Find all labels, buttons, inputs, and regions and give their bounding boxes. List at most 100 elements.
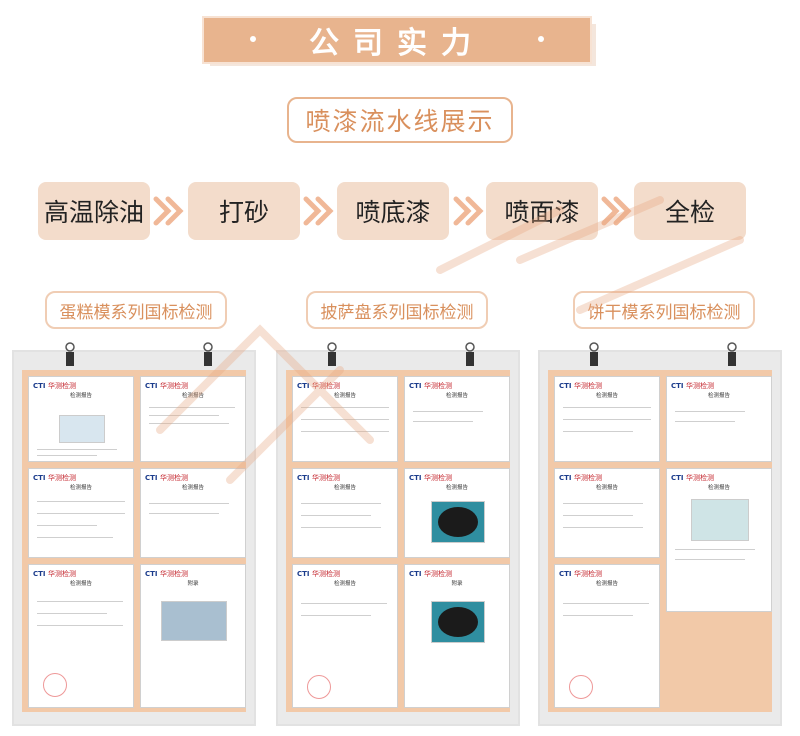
text-line [675, 559, 745, 560]
report-page: CTI 华测检测 检测报告 [404, 376, 510, 462]
report-brand-cn: 华测检测 [311, 570, 340, 578]
text-line [563, 503, 643, 504]
report-brand-cn: 华测检测 [423, 474, 452, 482]
report-brand: CTI [559, 382, 572, 390]
report-brand-cn: 华测检测 [159, 474, 188, 482]
report-brand: CTI [145, 474, 158, 482]
text-line [563, 419, 651, 420]
report-doc-title: 检测报告 [69, 393, 92, 399]
report-brand: CTI [297, 382, 310, 390]
process-step-primer: 喷底漆 [337, 182, 449, 240]
report-brand: CTI [409, 474, 422, 482]
report-brand-cn: 华测检测 [47, 382, 76, 390]
text-line [301, 431, 389, 432]
report-brand-cn: 华测检测 [423, 570, 452, 578]
text-line [301, 615, 371, 616]
report-brand-cn: 华测检测 [573, 474, 602, 482]
report-board-surface: CTI 华测检测 检测报告 CTI 华测检测 检测报告 CTI 华测检测 检测报… [22, 370, 246, 712]
report-page: CTI 华测检测 检测报告 [554, 376, 660, 462]
report-page: CTI 华测检测 检测报告 [292, 376, 398, 462]
report-brand-cn: 华测检测 [159, 382, 188, 390]
report-brand-cn: 华测检测 [685, 382, 714, 390]
report-brand-cn: 华测检测 [47, 474, 76, 482]
process-flow: 高温除油 打砂 喷底漆 喷面漆 全检 [38, 182, 758, 240]
process-step-topcoat: 喷面漆 [486, 182, 598, 240]
binder-clip-icon [464, 342, 476, 368]
report-brand-cn: 华测检测 [573, 382, 602, 390]
report-doc-title: 检测报告 [181, 485, 204, 491]
report-brand: CTI [409, 570, 422, 578]
text-line [37, 601, 123, 602]
report-brand-cn: 华测检测 [685, 474, 714, 482]
product-photo [59, 415, 105, 443]
text-line [563, 407, 651, 408]
category-cookie-mold: 饼干模系列国标检测 [573, 291, 755, 329]
report-doc-title: 检测报告 [69, 485, 92, 491]
report-board-surface: CTI 华测检测 检测报告 CTI 华测检测 检测报告 CTI 华测检测 检测报… [286, 370, 510, 712]
report-board-cookie: CTI 华测检测 检测报告 CTI 华测检测 检测报告 CTI 华测检测 检测报… [538, 342, 782, 726]
text-line [149, 513, 219, 514]
report-doc-title: 检测报告 [595, 393, 618, 399]
text-line [675, 421, 735, 422]
report-doc-title: 检测报告 [595, 581, 618, 587]
report-page: CTI 华测检测 附录 [404, 564, 510, 708]
text-line [413, 411, 483, 412]
binder-clip-icon [202, 342, 214, 368]
report-doc-title: 检测报告 [595, 485, 618, 491]
text-line [563, 615, 633, 616]
report-brand: CTI [559, 570, 572, 578]
report-brand-cn: 华测检测 [311, 382, 340, 390]
report-appendix-title: 附录 [187, 581, 199, 587]
text-line [413, 421, 473, 422]
section-subtitle: 喷漆流水线展示 [287, 97, 513, 143]
text-line [37, 613, 107, 614]
text-line [37, 501, 125, 502]
product-photo [161, 601, 227, 641]
process-step-inspection: 全检 [634, 182, 746, 240]
seal-stamp-icon [569, 675, 593, 699]
report-brand-cn: 华测检测 [311, 474, 340, 482]
report-brand: CTI [409, 382, 422, 390]
text-line [37, 449, 117, 450]
report-board-surface: CTI 华测检测 检测报告 CTI 华测检测 检测报告 CTI 华测检测 检测报… [548, 370, 772, 712]
seal-stamp-icon [307, 675, 331, 699]
report-brand-cn: 华测检测 [573, 570, 602, 578]
banner-box: 公司实力 [202, 16, 592, 64]
category-cake-mold: 蛋糕模系列国标检测 [45, 291, 227, 329]
text-line [149, 415, 219, 416]
banner-dot-left [250, 36, 256, 42]
report-page: CTI 华测检测 检测报告 [140, 376, 246, 462]
report-page: CTI 华测检测 附录 [140, 564, 246, 708]
arrow-right-icon [152, 194, 184, 228]
report-doc-title: 检测报告 [181, 393, 204, 399]
process-step-sandblast: 打砂 [188, 182, 300, 240]
report-doc-title: 检测报告 [707, 393, 730, 399]
report-page: CTI 华测检测 检测报告 [28, 468, 134, 558]
process-step-degrease: 高温除油 [38, 182, 150, 240]
product-photo [431, 501, 485, 543]
product-photo [691, 499, 749, 541]
text-line [149, 407, 235, 408]
text-line [563, 603, 649, 604]
text-line [149, 423, 229, 424]
report-page: CTI 华测检测 检测报告 [666, 468, 772, 612]
text-line [301, 407, 389, 408]
header-banner: 公司实力 [200, 14, 602, 74]
text-line [37, 455, 97, 456]
report-brand: CTI [33, 474, 46, 482]
text-line [675, 411, 745, 412]
category-pizza-pan: 披萨盘系列国标检测 [306, 291, 488, 329]
text-line [675, 549, 755, 550]
report-doc-title: 检测报告 [333, 393, 356, 399]
report-doc-title: 检测报告 [333, 485, 356, 491]
arrow-right-icon [600, 194, 632, 228]
report-brand: CTI [559, 474, 572, 482]
text-line [37, 625, 123, 626]
binder-clip-icon [726, 342, 738, 368]
report-brand-cn: 华测检测 [423, 382, 452, 390]
report-brand-cn: 华测检测 [159, 570, 188, 578]
report-page: CTI 华测检测 检测报告 [292, 564, 398, 708]
report-page: CTI 华测检测 检测报告 [140, 468, 246, 558]
report-brand-cn: 华测检测 [47, 570, 76, 578]
text-line [301, 603, 387, 604]
